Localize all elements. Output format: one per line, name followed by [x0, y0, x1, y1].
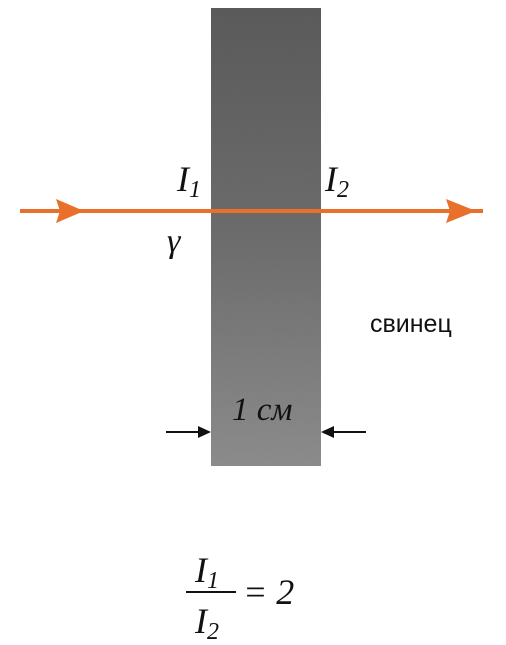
lead-slab: [211, 8, 321, 466]
beam-arrowhead-right: [446, 199, 476, 223]
thickness-label: 1 см: [232, 392, 292, 428]
formula-numerator: I1: [194, 550, 219, 594]
intensity-in-label: I1: [176, 159, 201, 203]
intensity-out-label: I2: [324, 159, 349, 203]
formula-denominator: I2: [194, 601, 219, 645]
dimension-arrow-right: [321, 426, 334, 438]
formula-result: = 2: [243, 572, 294, 612]
material-label: свинец: [370, 310, 452, 338]
beam-arrowhead-left: [56, 199, 84, 223]
ratio-formula: I1 I2 = 2: [186, 550, 294, 645]
gamma-symbol: γ: [167, 223, 182, 260]
gamma-beam: [20, 199, 483, 223]
thickness-dimension: 1 см: [166, 392, 366, 438]
dimension-arrow-left: [198, 426, 211, 438]
